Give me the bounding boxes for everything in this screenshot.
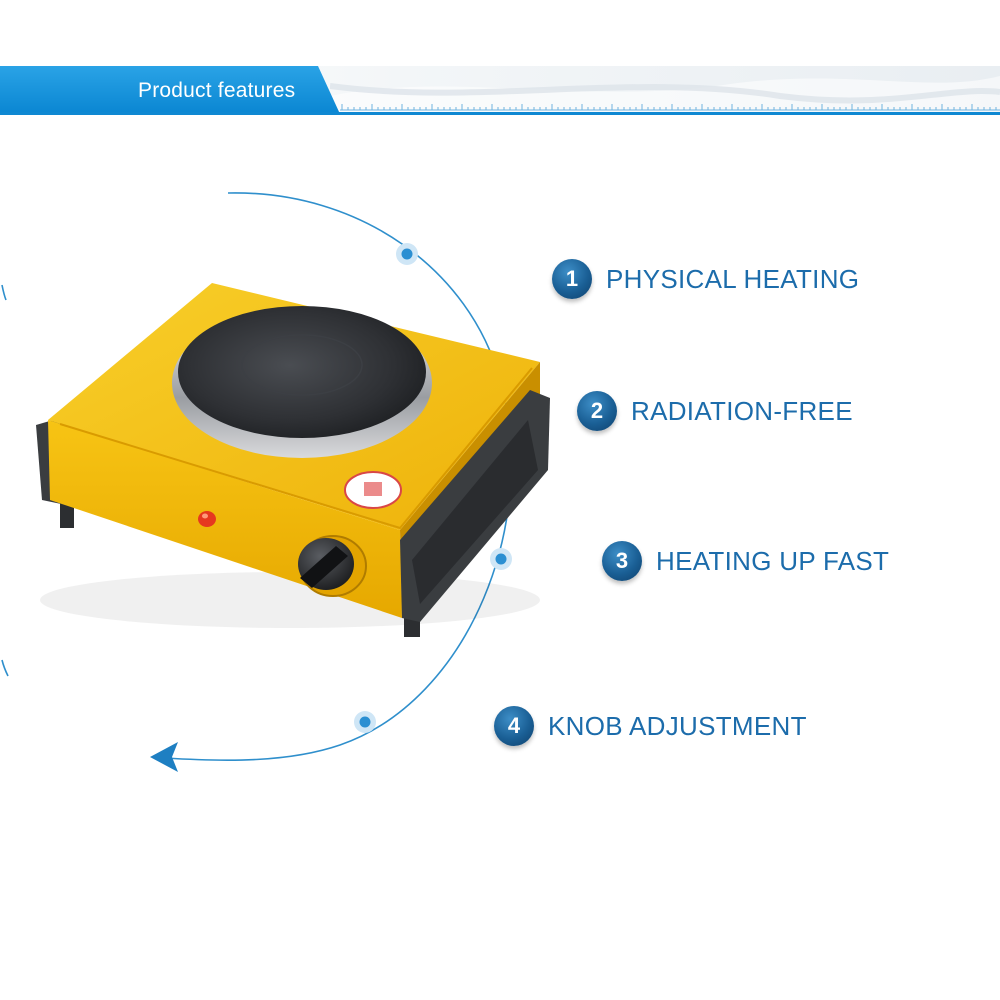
feature-item-physical-heating: 1 PHYSICAL HEATING <box>552 256 859 302</box>
feature-number-badge: 2 <box>577 391 617 431</box>
feature-item-knob-adjustment: 4 KNOB ADJUSTMENT <box>494 703 807 749</box>
arc-decoration <box>1 192 513 772</box>
feature-item-radiation-free: 2 RADIATION-FREE <box>577 388 853 434</box>
feature-number-badge: 4 <box>494 706 534 746</box>
feature-label: PHYSICAL HEATING <box>606 263 860 294</box>
feature-item-heating-up-fast: 3 HEATING UP FAST <box>602 538 889 584</box>
feature-number-badge: 1 <box>552 259 592 299</box>
hot-plate-stove-icon <box>36 283 550 637</box>
header-underline <box>0 112 1000 115</box>
header-title: Product features <box>138 79 296 102</box>
feature-label: HEATING UP FAST <box>656 545 890 576</box>
arc-dots <box>354 243 512 733</box>
header-ruler-decoration <box>340 104 1000 111</box>
feature-number-badge: 3 <box>602 541 642 581</box>
arrow-head-icon <box>150 742 178 772</box>
feature-label: RADIATION-FREE <box>631 395 853 426</box>
header-tab <box>0 66 340 114</box>
header-wave-decoration <box>330 76 1000 114</box>
feature-label: KNOB ADJUSTMENT <box>548 710 807 741</box>
